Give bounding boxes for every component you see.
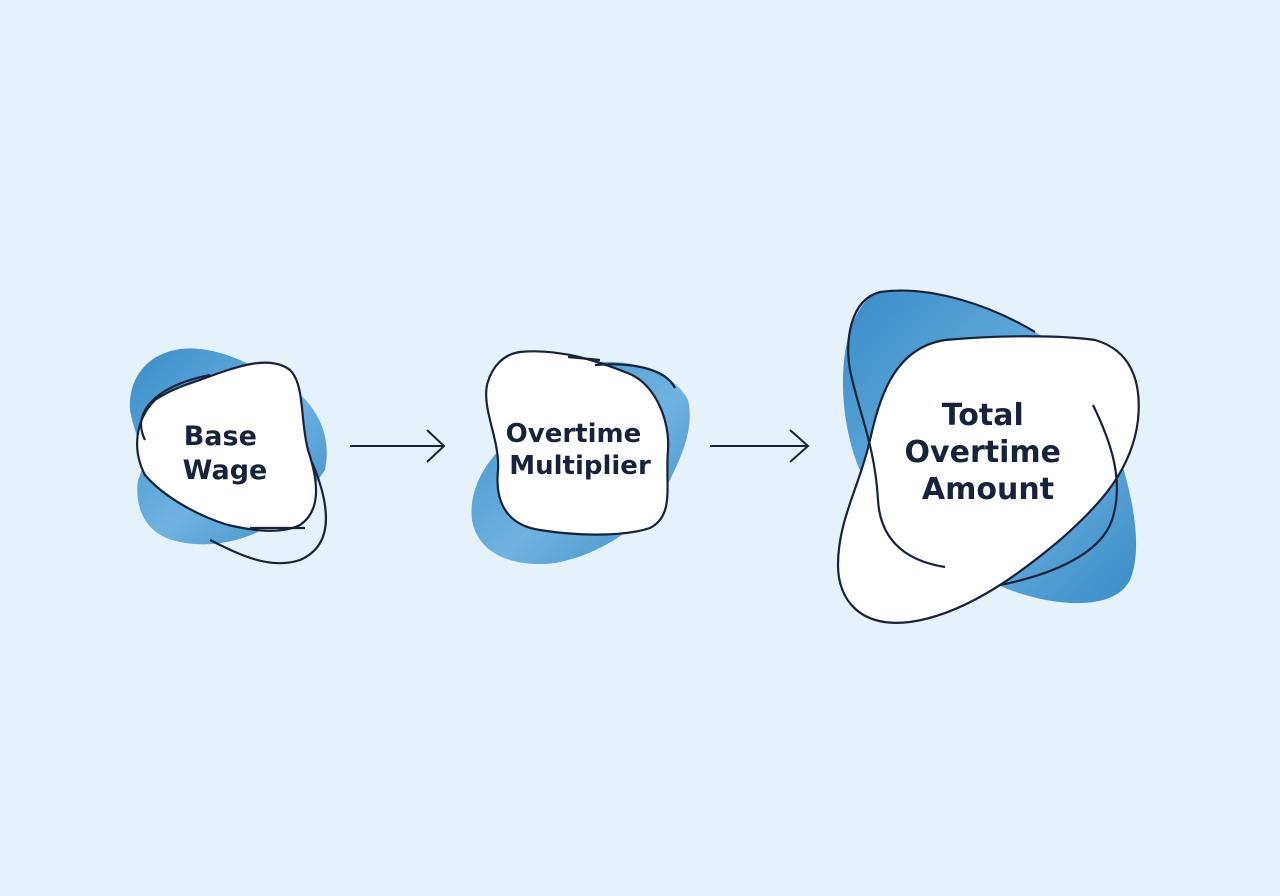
node-total-overtime-amount-line-3: Amount — [922, 472, 1054, 507]
arrow-1-head — [426, 429, 446, 463]
node-overtime-multiplier-label: Overtime Multiplier — [506, 419, 651, 481]
node-base-wage-outline-stroke — [140, 373, 327, 565]
arrow-2-head — [789, 429, 810, 463]
node-base-wage-label: Base Wage — [183, 421, 268, 486]
node-overtime-multiplier-line-2: Multiplier — [509, 451, 651, 481]
node-base-wage: Base Wage — [129, 348, 327, 565]
arrow-overtime-multiplier-to-total-overtime-amount — [710, 429, 810, 463]
node-overtime-multiplier-shape — [485, 350, 670, 536]
node-total-overtime-amount-label: Total Overtime Amount — [905, 398, 1072, 507]
node-overtime-multiplier: Overtime Multiplier — [471, 350, 690, 565]
node-total-overtime-amount-line-2: Overtime — [905, 435, 1061, 470]
node-total-overtime-amount: Total Overtime Amount — [836, 289, 1140, 624]
node-base-wage-line-1: Base — [184, 421, 257, 452]
node-total-overtime-amount-line-1: Total — [942, 398, 1024, 433]
arrow-base-wage-to-overtime-multiplier — [350, 429, 446, 463]
node-overtime-multiplier-outline-stroke — [567, 355, 676, 389]
node-total-overtime-amount-outline-stroke — [847, 289, 1119, 587]
node-base-wage-line-2: Wage — [183, 455, 268, 486]
node-total-overtime-amount-shape — [836, 335, 1140, 624]
node-overtime-multiplier-line-1: Overtime — [506, 419, 642, 449]
